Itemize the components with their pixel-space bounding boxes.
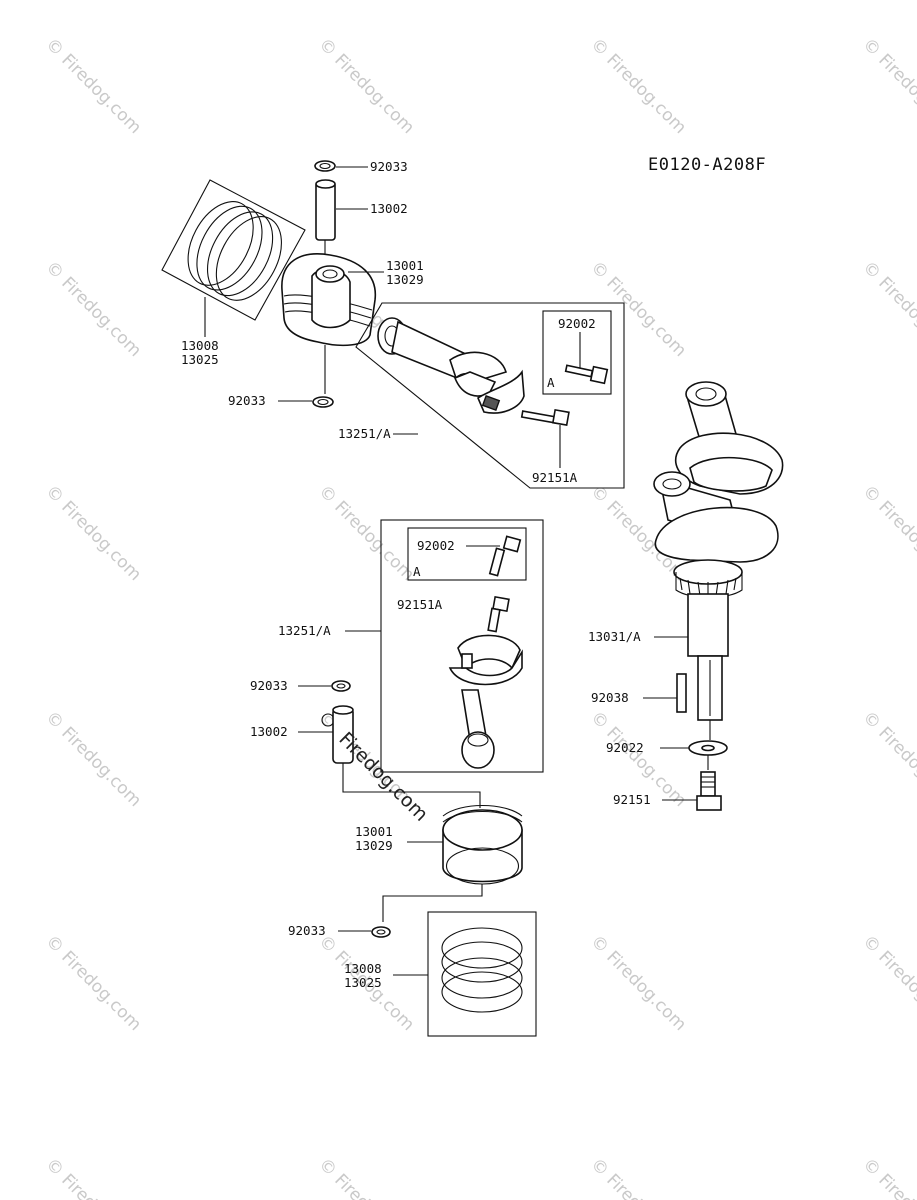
watermark: © Firedog.com xyxy=(586,931,690,1035)
label-92033: 92033 xyxy=(250,678,288,693)
connecting-rod-icon xyxy=(377,317,525,414)
label-92151a: 92151A xyxy=(532,470,578,485)
watermark: © Firedog.com xyxy=(41,34,145,138)
label-13029: 13029 xyxy=(386,272,424,287)
circlip-inner-2 xyxy=(376,929,386,935)
circlip-lower-icon xyxy=(312,396,334,408)
watermark: © Firedog.com xyxy=(858,931,917,1035)
watermark: © Firedog.com xyxy=(858,707,917,811)
diagram-code: E0120-A208F xyxy=(648,155,766,175)
circlip-inner xyxy=(336,683,346,689)
piston-icon-2 xyxy=(442,804,523,885)
rings-box xyxy=(161,179,306,321)
watermark: © Firedog.com xyxy=(314,1154,418,1200)
watermark: © Firedog.com xyxy=(41,481,145,585)
rod-assembly-box-2 xyxy=(380,519,544,773)
crank-bolt-icon xyxy=(696,771,722,811)
label-92151: 92151 xyxy=(613,792,651,807)
piston-rings-icon xyxy=(187,201,282,301)
label-92038: 92038 xyxy=(591,690,629,705)
watermark: © Firedog.com xyxy=(586,1154,690,1200)
watermark: © Firedog.com xyxy=(41,257,145,361)
label-92151a: 92151A xyxy=(397,597,443,612)
label-13025: 13025 xyxy=(181,352,219,367)
piston-pin-end-2 xyxy=(332,705,354,715)
crankshaft-icon xyxy=(653,381,784,721)
circlip-upper-inner xyxy=(319,162,331,170)
label-13001: 13001 xyxy=(355,824,393,839)
key-icon xyxy=(676,673,687,713)
circlip-lower-inner xyxy=(317,398,329,406)
dash-line xyxy=(382,884,483,922)
label-13001: 13001 xyxy=(386,258,424,273)
watermark: © Firedog.com xyxy=(314,481,418,585)
label-13008: 13008 xyxy=(181,338,219,353)
circlip-icon xyxy=(331,680,351,692)
label-13251-a: 13251/A xyxy=(278,623,331,638)
watermark: © Firedog.com xyxy=(858,481,917,585)
bolt-92002-icon-2 xyxy=(488,535,522,577)
rings-box-2 xyxy=(427,911,537,1037)
circlip-upper-icon xyxy=(314,160,336,172)
top-assembly: 92033 13002 13008 13025 13001 xyxy=(161,159,625,489)
rod-bolt-icon xyxy=(520,408,570,427)
watermark: © Firedog.com xyxy=(41,931,145,1035)
label-13002: 13002 xyxy=(370,201,408,216)
lower-assembly: 92002 A 92151A 13251/A 92033 xyxy=(250,519,544,1037)
rod-bolt-icon-2 xyxy=(487,595,510,633)
piston-pin-end xyxy=(315,179,336,189)
watermark: © Firedog.com xyxy=(858,1154,917,1200)
watermark: © Firedog.com xyxy=(314,34,418,138)
center-watermark: Firedog.com xyxy=(334,728,432,826)
connecting-rod-icon-2 xyxy=(448,634,523,769)
watermark: © Firedog.com xyxy=(858,257,917,361)
label-92022: 92022 xyxy=(606,740,644,755)
circlip-icon-2 xyxy=(371,926,391,938)
watermark: © Firedog.com xyxy=(586,257,690,361)
label-92033: 92033 xyxy=(228,393,266,408)
label-92033: 92033 xyxy=(370,159,408,174)
washer-hole xyxy=(701,744,715,752)
watermark: © Firedog.com xyxy=(586,34,690,138)
rod-assembly-box xyxy=(355,302,625,489)
label-13008: 13008 xyxy=(344,961,382,976)
label-92033: 92033 xyxy=(288,923,326,938)
piston-pin-icon xyxy=(315,181,336,241)
watermark: © Firedog.com xyxy=(858,34,917,138)
label-13025: 13025 xyxy=(344,975,382,990)
label-92002: 92002 xyxy=(558,316,596,331)
watermark: © Firedog.com xyxy=(41,707,145,811)
label-92002: 92002 xyxy=(417,538,455,553)
watermark: © Firedog.com xyxy=(41,1154,145,1200)
label-13002: 13002 xyxy=(250,724,288,739)
piston-rings-icon-2 xyxy=(441,927,523,1013)
watermark-layer: © Firedog.com © Firedog.com © Firedog.co… xyxy=(41,34,917,1200)
label-13029: 13029 xyxy=(355,838,393,853)
label-a: A xyxy=(547,375,555,390)
bolt-box xyxy=(542,310,612,395)
piston-icon xyxy=(281,253,377,347)
bolt-box-2 xyxy=(407,527,527,581)
label-13031-a: 13031/A xyxy=(588,629,641,644)
bolt-92002-icon xyxy=(564,364,609,385)
label-13251-a: 13251/A xyxy=(338,426,391,441)
dash-line xyxy=(342,763,481,808)
label-a: A xyxy=(413,564,421,579)
crankshaft-assembly: 13031/A 92038 92022 92151 xyxy=(588,381,784,811)
